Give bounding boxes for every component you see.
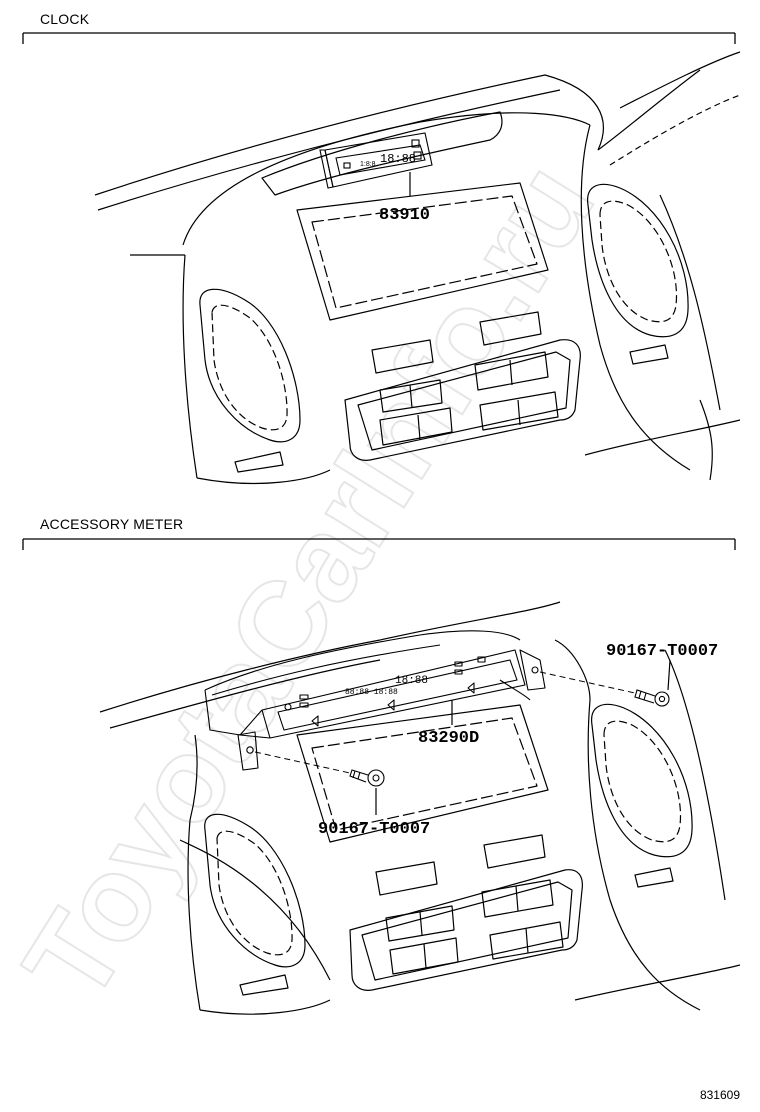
svg-text:88:88 18:88: 88:88 18:88 [345, 688, 398, 697]
meter-dashboard-drawing [99, 601, 741, 1015]
screw-left-part-number: 90167-T0007 [318, 820, 430, 839]
svg-text:18:88: 18:88 [380, 152, 416, 166]
meter-section-title: ACCESSORY METER [40, 516, 184, 532]
diagram-code: 831609 [699, 1088, 740, 1102]
clock-section-frame [22, 32, 736, 44]
watermark: ToyotaCarInfo.ru [0, 141, 620, 1024]
screw-left [349, 769, 385, 787]
accessory-meter-unit: 88:88 18:88 18:88 [204, 630, 546, 771]
clock-dashboard-drawing [94, 51, 741, 485]
screw-right-part-number: 90167-T0007 [606, 642, 718, 661]
svg-text:18:88: 18:88 [395, 675, 428, 687]
meter-leader-lines [375, 659, 671, 815]
svg-text:1:8:8: 1:8:8 [360, 161, 376, 168]
meter-part-number: 83290D [418, 729, 479, 748]
meter-section-frame [22, 538, 736, 550]
clock-unit: 1:8:8 18:88 [319, 132, 433, 189]
clock-part-number: 83910 [379, 206, 430, 225]
clock-section-title: CLOCK [40, 11, 90, 27]
assembly-lines [254, 671, 636, 774]
screw-right [634, 689, 670, 707]
